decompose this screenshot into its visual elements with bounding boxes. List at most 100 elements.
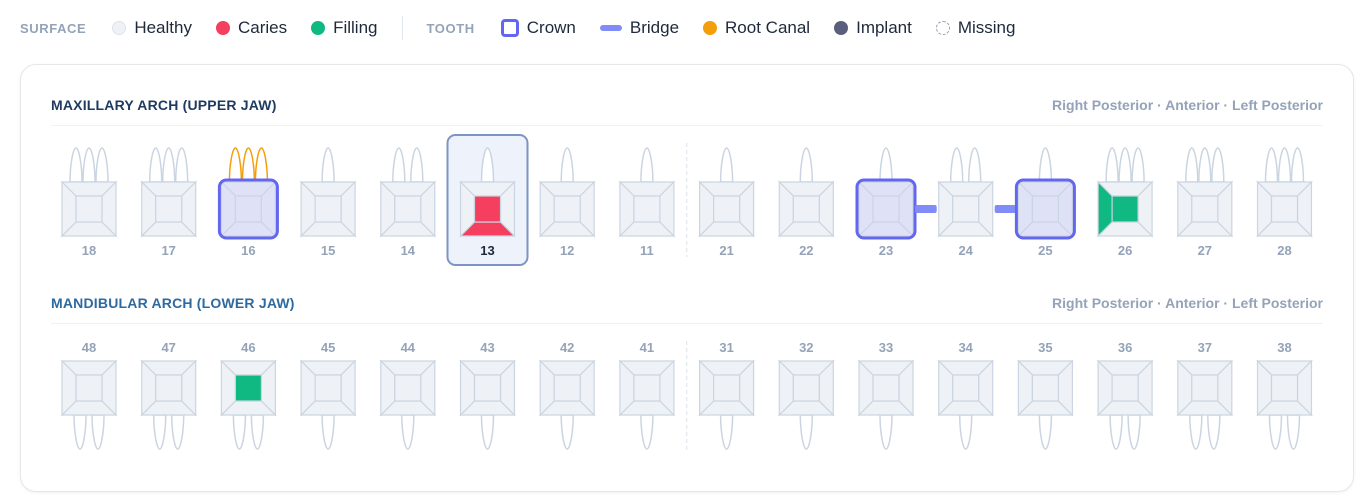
tooth-surface-occlusal[interactable] [952, 374, 980, 402]
tooth-surface-occlusal[interactable] [75, 374, 103, 402]
tooth-surface-occlusal[interactable] [394, 195, 422, 223]
tooth-44[interactable]: 44 [379, 340, 437, 450]
tooth-root-icon [250, 414, 265, 450]
tooth-surface-occlusal[interactable] [473, 195, 502, 223]
tooth-surface-occlusal[interactable] [234, 195, 262, 223]
tooth-surface-occlusal[interactable] [155, 195, 183, 223]
tooth-31[interactable]: 31 [698, 340, 756, 450]
tooth-root-icon [228, 147, 243, 183]
tooth-surface-occlusal[interactable] [792, 374, 820, 402]
tooth-surface-occlusal[interactable] [1270, 195, 1299, 223]
tooth-32[interactable]: 32 [777, 340, 835, 450]
tooth-root-icon [170, 414, 185, 450]
tooth-38[interactable]: 38 [1256, 340, 1313, 450]
tooth-surface-occlusal[interactable] [314, 374, 342, 402]
tooth-28[interactable]: 28 [1256, 147, 1313, 258]
tooth-45[interactable]: 45 [299, 340, 357, 450]
tooth-root-icon [401, 414, 415, 450]
legend-item-healthy: Healthy [112, 18, 192, 38]
legend-item-label: Filling [333, 18, 378, 37]
tooth-surface-occlusal[interactable] [633, 374, 661, 402]
tooth-26[interactable]: 26 [1096, 147, 1154, 258]
tooth-number: 32 [799, 340, 813, 355]
tooth-12[interactable]: 12 [538, 147, 596, 258]
tooth-27[interactable]: 27 [1176, 147, 1234, 258]
root-canal-swatch-icon [703, 21, 718, 35]
tooth-number: 12 [560, 243, 574, 258]
tooth-surface-occlusal[interactable] [314, 195, 342, 223]
tooth-surface-occlusal[interactable] [712, 374, 741, 402]
tooth-surface-occlusal[interactable] [712, 195, 741, 223]
tooth-root-icon [560, 414, 574, 450]
tooth-root-icon [967, 147, 982, 183]
tooth-number: 36 [1118, 340, 1132, 355]
tooth-root-icon [640, 147, 654, 183]
tooth-37[interactable]: 37 [1176, 340, 1234, 450]
tooth-root-icon [560, 147, 574, 183]
tooth-surface-occlusal[interactable] [1111, 374, 1139, 402]
legend-item-label: Healthy [134, 18, 192, 37]
tooth-root-icon [879, 414, 893, 450]
tooth-number: 42 [560, 340, 574, 355]
tooth-surface-occlusal[interactable] [394, 374, 422, 402]
tooth-11[interactable]: 11 [618, 147, 676, 258]
tooth-number: 45 [321, 340, 335, 355]
tooth-surface-occlusal[interactable] [473, 374, 502, 402]
tooth-25[interactable]: 25 [1014, 147, 1076, 258]
tooth-surface-occlusal[interactable] [553, 195, 581, 223]
tooth-surface-occlusal[interactable] [234, 374, 262, 402]
tooth-15[interactable]: 15 [299, 147, 357, 258]
legend-item-label: Implant [856, 18, 912, 37]
tooth-surface-occlusal[interactable] [1111, 195, 1139, 223]
tooth-root-icon [1290, 147, 1305, 183]
tooth-root-icon [1207, 414, 1221, 450]
tooth-33[interactable]: 33 [857, 340, 915, 450]
tooth-36[interactable]: 36 [1096, 340, 1154, 450]
tooth-14[interactable]: 14 [379, 147, 437, 258]
tooth-root-icon [1118, 147, 1132, 183]
bridge-swatch-icon [599, 25, 622, 31]
tooth-42[interactable]: 42 [538, 340, 596, 450]
tooth-surface-occlusal[interactable] [792, 195, 820, 223]
surface-legend: Healthy Caries Filling [112, 18, 401, 38]
tooth-surface-occlusal[interactable] [872, 195, 900, 223]
tooth-48[interactable]: 48 [60, 340, 118, 450]
tooth-13[interactable]: 13 [446, 134, 529, 266]
tooth-21[interactable]: 21 [698, 147, 756, 258]
implant-swatch-icon [834, 21, 849, 35]
tooth-16[interactable]: 16 [217, 147, 279, 258]
tooth-surface-occlusal[interactable] [872, 374, 900, 402]
tooth-root-icon [392, 147, 406, 183]
legend-item-root-canal: Root Canal [703, 18, 810, 38]
tooth-number: 37 [1198, 340, 1212, 355]
tooth-surface-occlusal[interactable] [155, 374, 183, 402]
tooth-root-icon [321, 147, 335, 183]
tooth-surface-occlusal[interactable] [1191, 195, 1219, 223]
dental-chart-card: MAXILLARY ARCH (UPPER JAW) Right Posteri… [20, 64, 1354, 492]
tooth-22[interactable]: 22 [777, 147, 835, 258]
tooth-surface-occlusal[interactable] [553, 374, 581, 402]
tooth-35[interactable]: 35 [1016, 340, 1074, 450]
tooth-47[interactable]: 47 [140, 340, 198, 450]
tooth-43[interactable]: 43 [459, 340, 516, 450]
tooth-17[interactable]: 17 [140, 147, 198, 258]
tooth-surface-occlusal[interactable] [1031, 195, 1060, 223]
tooth-18[interactable]: 18 [60, 147, 118, 258]
tooth-41[interactable]: 41 [618, 340, 676, 450]
tooth-surface-occlusal[interactable] [75, 195, 103, 223]
tooth-46[interactable]: 46 [219, 340, 277, 450]
tooth-surface-occlusal[interactable] [1031, 374, 1060, 402]
tooth-23[interactable]: 23 [855, 147, 917, 258]
tooth-surface-occlusal[interactable] [633, 195, 661, 223]
tooth-surface-occlusal[interactable] [952, 195, 980, 223]
tooth-surface-occlusal[interactable] [1270, 374, 1299, 402]
tooth-24[interactable]: 24 [937, 147, 995, 258]
tooth-number: 18 [82, 243, 96, 258]
tooth-root-icon [1109, 414, 1123, 450]
caries-swatch-icon [215, 21, 230, 35]
legend-item-caries: Caries [215, 18, 287, 38]
tooth-surface-occlusal[interactable] [1191, 374, 1219, 402]
tooth-number: 17 [161, 243, 175, 258]
tooth-34[interactable]: 34 [937, 340, 995, 450]
